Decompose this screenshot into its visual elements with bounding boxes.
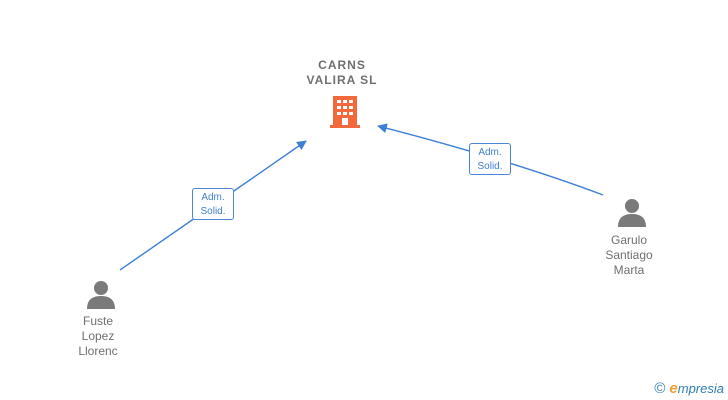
person-name-line: Santiago — [605, 248, 653, 262]
brand-initial: e — [669, 380, 678, 397]
person-name-line: Garulo — [610, 233, 648, 247]
role-line2: Solid. — [200, 206, 226, 217]
person-name-line: Fuste — [82, 314, 113, 328]
role-line1: Adm. — [201, 192, 225, 203]
person-name-line: Marta — [613, 263, 645, 277]
person-icon[interactable] — [617, 198, 647, 228]
person-name-garulo[interactable]: Garulo Santiago Marta — [584, 233, 674, 278]
building-icon[interactable] — [329, 95, 361, 129]
company-node[interactable]: CARNS VALIRA SL — [292, 58, 392, 88]
person-name-fuste[interactable]: Fuste Lopez Llorenc — [53, 314, 143, 359]
copyright-icon: © — [654, 380, 666, 397]
person-icon[interactable] — [86, 280, 116, 310]
person-name-line: Lopez — [81, 329, 115, 343]
role-line2: Solid. — [477, 161, 503, 172]
role-line1: Adm. — [478, 147, 502, 158]
company-name-line1: CARNS — [318, 58, 366, 72]
company-name-line2: VALIRA SL — [306, 73, 378, 87]
brand-name: mpresia — [677, 381, 724, 396]
role-box-fuste[interactable]: Adm. Solid. — [192, 188, 234, 220]
person-name-line: Llorenc — [78, 344, 118, 358]
role-box-garulo[interactable]: Adm. Solid. — [469, 143, 511, 175]
